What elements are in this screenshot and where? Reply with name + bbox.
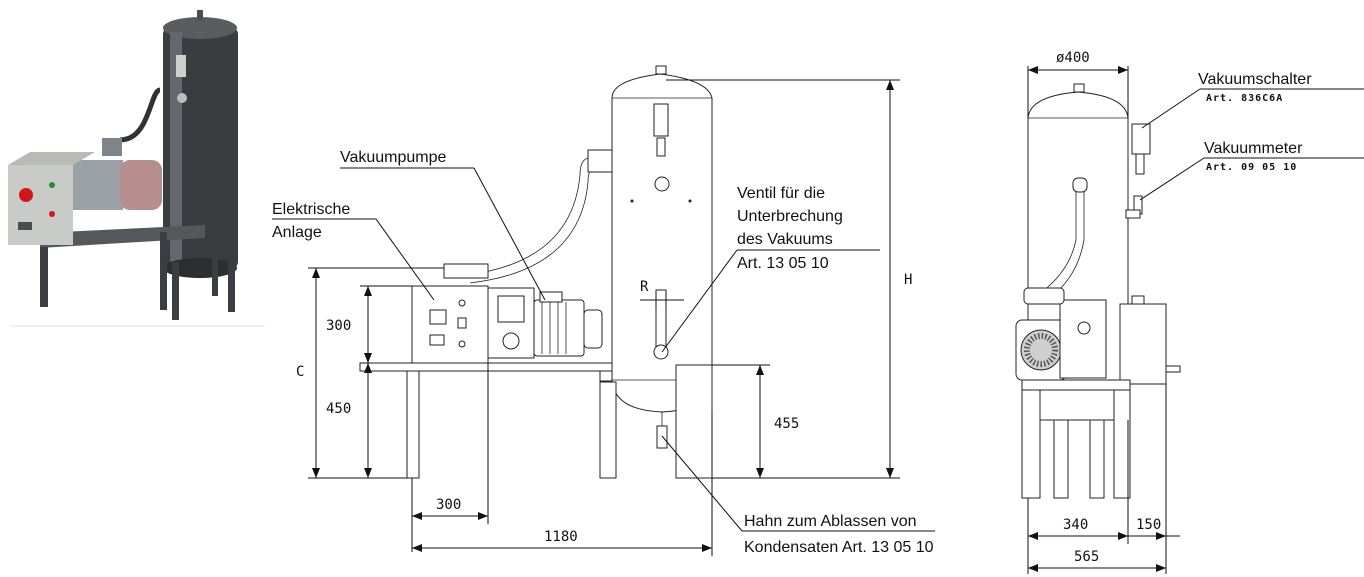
dim-1180: 1180 — [544, 529, 578, 545]
label-vakuummeter-art: Art. 09 05 10 — [1206, 162, 1297, 173]
label-hahn-2: Kondensaten Art. 13 05 10 — [744, 539, 934, 556]
stop-button-3d — [19, 188, 33, 202]
dim-340: 340 — [1063, 517, 1088, 533]
control-box-side — [1119, 303, 1167, 385]
dim-h: H — [904, 272, 912, 288]
front-elevation: Vakuumpumpe Elektrische Anlage Ventil fü… — [272, 65, 935, 556]
label-ventil-3: des Vakuums — [737, 231, 833, 248]
label-ventil-2: Unterbrechung — [737, 208, 843, 225]
dim-565: 565 — [1074, 549, 1099, 565]
label-vakuumschalter: Vakuumschalter — [1198, 71, 1312, 88]
control-box-3d — [8, 165, 73, 245]
drain-front — [656, 425, 668, 449]
bench-front — [359, 362, 613, 372]
dim-300-vertical: 300 — [326, 318, 351, 334]
motor-front — [533, 299, 585, 357]
dim-450: 450 — [326, 401, 351, 417]
motor-3d — [120, 160, 162, 210]
label-vakuumpumpe: Vakuumpumpe — [340, 149, 447, 166]
dim-diameter: ø400 — [1056, 50, 1090, 66]
dim-150: 150 — [1136, 517, 1161, 533]
label-ventil-art: Art. 13 05 10 — [737, 255, 829, 272]
pump-3d — [68, 160, 123, 210]
dim-c: C — [296, 364, 304, 380]
dim-r: R — [640, 279, 649, 295]
label-vakuumschalter-art: Art. 836C6A — [1206, 93, 1283, 104]
label-elektrische: Elektrische — [272, 201, 350, 218]
label-vakuummeter: Vakuummeter — [1204, 140, 1303, 157]
label-ventil-1: Ventil für die — [737, 185, 825, 202]
gauge-front — [654, 176, 670, 192]
product-render — [0, 0, 265, 327]
dim-300-horizontal: 300 — [436, 497, 461, 513]
pump-side — [1059, 299, 1107, 379]
label-hahn-1: Hahn zum Ablassen von — [744, 513, 917, 530]
bench-3d — [40, 225, 205, 248]
control-box-front — [411, 285, 489, 364]
label-anlage: Anlage — [272, 224, 322, 241]
switch-side — [1131, 123, 1151, 155]
dim-455: 455 — [774, 416, 799, 432]
side-elevation: ø400 Vakuumschalter Art. 836C6A Vakuumme… — [1015, 50, 1364, 574]
